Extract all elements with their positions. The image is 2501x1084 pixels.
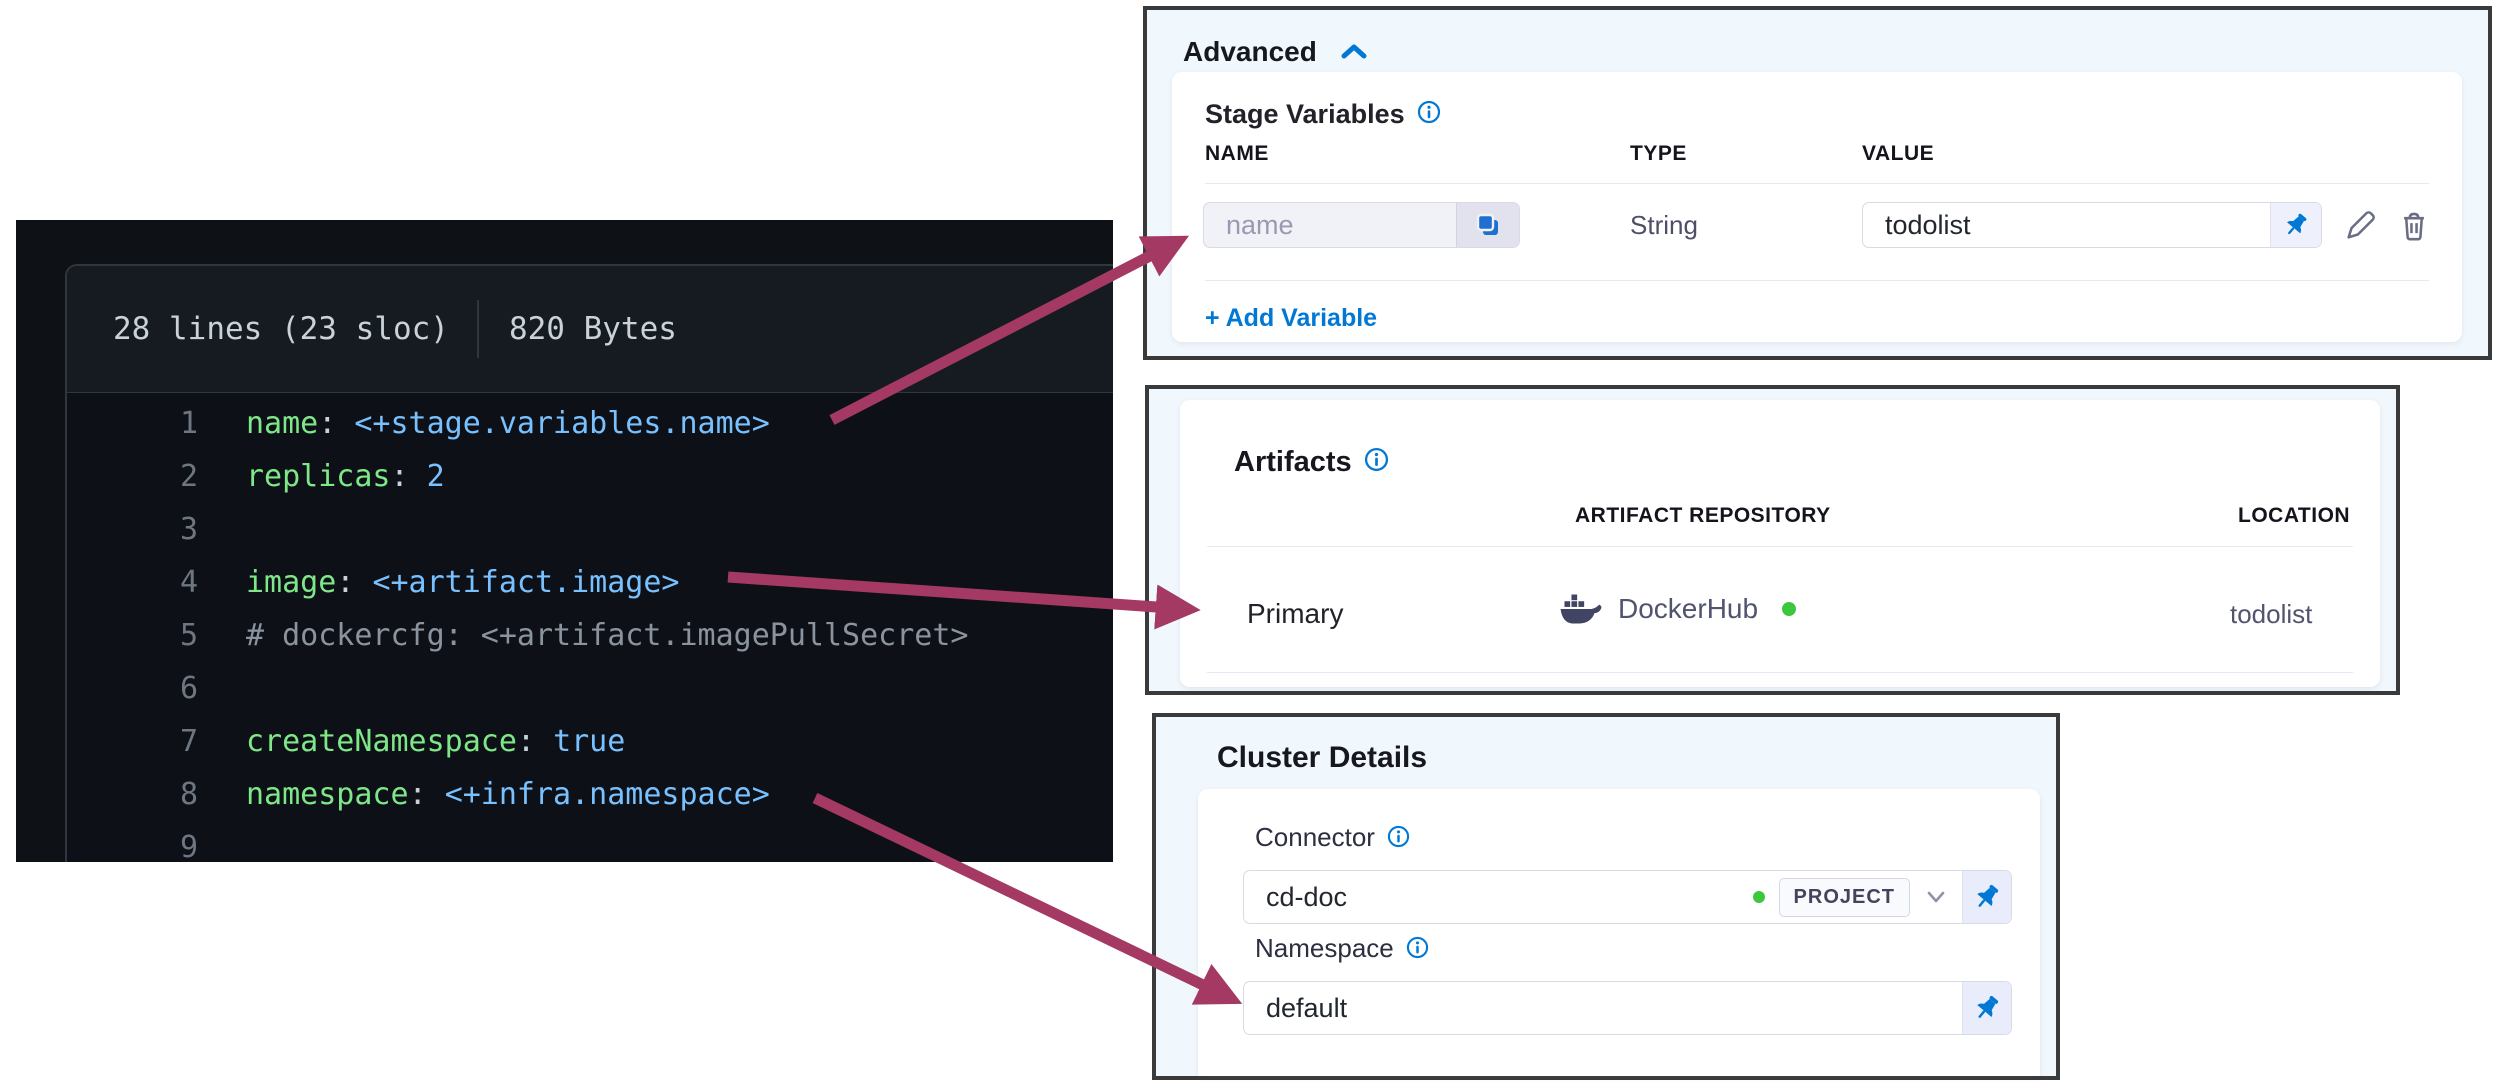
copy-icon[interactable]: [1456, 203, 1519, 247]
docker-whale-icon: [1558, 592, 1602, 626]
pin-icon[interactable]: [1962, 871, 2011, 923]
connector-label: Connector: [1255, 822, 1410, 855]
variable-value-input[interactable]: todolist: [1862, 202, 2322, 248]
cluster-details-title: Cluster Details: [1217, 741, 1428, 774]
namespace-label: Namespace: [1255, 933, 1429, 966]
info-icon[interactable]: [1406, 935, 1429, 966]
code-lines: 1 name: <+stage.variables.name> 2 replicas:…: [67, 393, 1113, 862]
code-line-text: image: <+artifact.image>: [246, 565, 680, 600]
code-line-text: # dockercfg: <+artifact.imagePullSecret>: [246, 618, 969, 653]
code-file-box: 28 lines (23 sloc) 820 Bytes 1 name: <+st…: [65, 264, 1113, 862]
row-divider: [1205, 183, 2429, 184]
column-header-location: LOCATION: [2238, 504, 2351, 527]
line-number: 2: [179, 459, 198, 494]
code-line-text: name: <+stage.variables.name>: [246, 406, 770, 441]
line-number: 1: [179, 406, 198, 441]
edit-icon[interactable]: [2340, 206, 2380, 246]
namespace-value: default: [1266, 992, 1348, 1023]
advanced-panel: Advanced Stage Variables NAME TYPE VALUE…: [1143, 6, 2492, 360]
artifact-row-label: Primary: [1247, 598, 1344, 629]
column-header-name: NAME: [1205, 142, 1269, 165]
code-line-text: [198, 662, 246, 715]
code-file-header: 28 lines (23 sloc) 820 Bytes: [67, 266, 1113, 393]
status-dot: [1752, 891, 1765, 903]
column-header-value: VALUE: [1862, 142, 1935, 165]
info-icon[interactable]: [1417, 100, 1441, 131]
line-number: 8: [179, 777, 198, 812]
variable-type-value: String: [1630, 210, 1698, 240]
advanced-header-toggle[interactable]: Advanced: [1183, 36, 1369, 68]
connector-value: cd-doc: [1266, 881, 1348, 912]
artifact-location-value: todolist: [2230, 599, 2313, 629]
code-line: 9: [67, 821, 1113, 862]
namespace-input[interactable]: default: [1243, 981, 2012, 1035]
variable-name-input[interactable]: name: [1203, 202, 1520, 248]
advanced-title: Advanced: [1183, 36, 1317, 67]
code-line-text: [198, 821, 246, 862]
column-header-type: TYPE: [1630, 142, 1687, 165]
line-number: 3: [179, 512, 198, 547]
row-divider: [1207, 672, 2353, 673]
line-number: 7: [179, 724, 198, 759]
header-separator: [476, 300, 479, 358]
chevron-down-icon[interactable]: [1924, 889, 1948, 905]
code-line: 2 replicas: 2: [67, 450, 1113, 503]
line-number: 5: [179, 618, 198, 653]
code-line: 7 createNamespace: true: [67, 715, 1113, 768]
code-viewer: 28 lines (23 sloc) 820 Bytes 1 name: <+st…: [16, 220, 1113, 862]
line-number: 9: [179, 830, 198, 862]
artifacts-card: Artifacts ARTIFACT REPOSITORY LOCATION P…: [1180, 400, 2380, 687]
info-icon[interactable]: [1364, 447, 1389, 480]
stage-variables-card: Stage Variables NAME TYPE VALUE name Str…: [1172, 72, 2462, 342]
stage-variables-label: Stage Variables: [1205, 99, 1441, 131]
cluster-details-panel: Cluster Details Connector cd-doc PROJECT…: [1152, 713, 2060, 1080]
column-header-artifact-repository: ARTIFACT REPOSITORY: [1575, 504, 1831, 527]
artifacts-title: Artifacts: [1234, 446, 1389, 480]
pin-icon[interactable]: [2270, 203, 2321, 247]
info-icon[interactable]: [1387, 824, 1410, 855]
artifact-repository-name: DockerHub: [1618, 593, 1759, 624]
code-line: 3: [67, 503, 1113, 556]
line-number: 4: [179, 565, 198, 600]
artifact-repository-cell[interactable]: DockerHub: [1558, 592, 1797, 626]
row-divider: [1205, 280, 2429, 281]
code-line: 6: [67, 662, 1113, 715]
code-line-text: replicas: 2: [246, 459, 445, 494]
code-line: 8 namespace: <+infra.namespace>: [67, 768, 1113, 821]
cluster-details-card: Connector cd-doc PROJECT Namespace defau…: [1198, 789, 2040, 1076]
code-size-stats: 820 Bytes: [508, 311, 677, 347]
add-variable-button[interactable]: + Add Variable: [1205, 304, 1378, 332]
status-dot: [1782, 602, 1797, 616]
code-line-text: namespace: <+infra.namespace>: [246, 777, 770, 812]
code-line-stats: 28 lines (23 sloc): [113, 311, 449, 347]
row-divider: [1207, 546, 2353, 547]
code-line: 5 # dockercfg: <+artifact.imagePullSecret…: [67, 609, 1113, 662]
code-line-text: [198, 503, 246, 556]
delete-icon[interactable]: [2394, 206, 2434, 246]
code-line: 4 image: <+artifact.image>: [67, 556, 1113, 609]
variable-name-placeholder: name: [1226, 209, 1294, 240]
code-line: 1 name: <+stage.variables.name>: [67, 397, 1113, 450]
scope-badge: PROJECT: [1778, 877, 1910, 917]
connector-select[interactable]: cd-doc PROJECT: [1243, 870, 2012, 924]
chevron-up-icon: [1339, 42, 1369, 62]
artifacts-panel: Artifacts ARTIFACT REPOSITORY LOCATION P…: [1145, 385, 2400, 695]
variable-value-text: todolist: [1885, 209, 1971, 240]
code-line-text: createNamespace: true: [246, 724, 626, 759]
line-number: 6: [179, 671, 198, 706]
pin-icon[interactable]: [1962, 982, 2011, 1034]
